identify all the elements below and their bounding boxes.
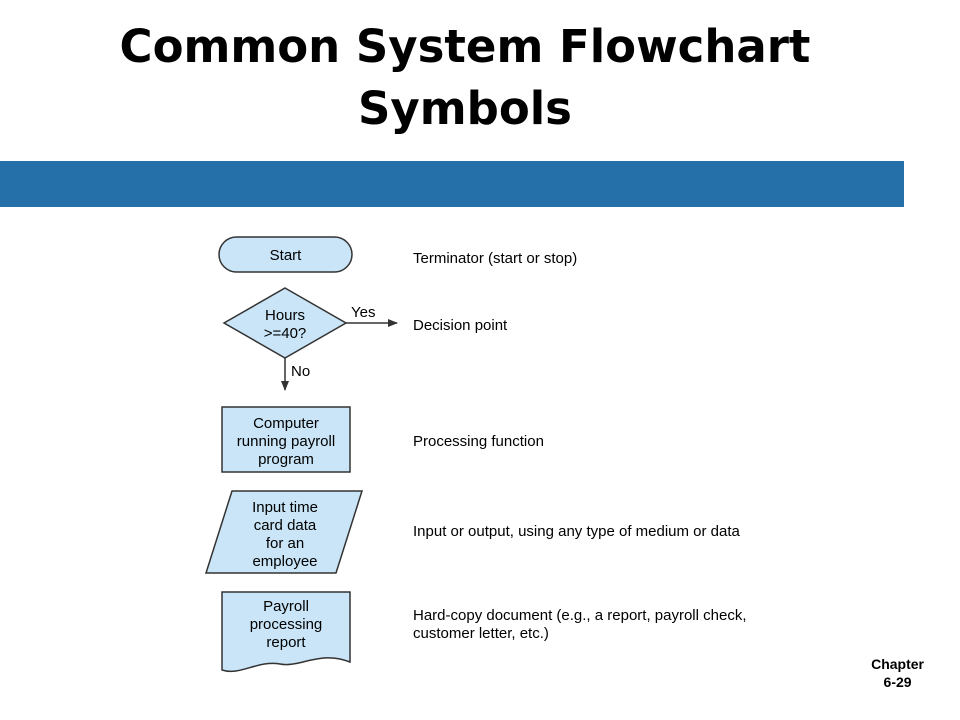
document-label-line1: Payroll [263, 598, 309, 615]
io-shape [204, 490, 364, 574]
slide-title-line2: Symbols [358, 82, 572, 135]
document-shape [221, 591, 351, 672]
chapter-page-number: Chapter 6-29 [871, 655, 924, 691]
terminator-label: Start [270, 247, 303, 264]
process-description: Processing function [413, 433, 544, 450]
process-label-line2: running payroll [237, 433, 335, 450]
process-label-line3: program [258, 451, 314, 468]
slide-title: Common System Flowchart Symbols [0, 16, 930, 140]
decision-symbol: Hours >=40? [222, 287, 348, 359]
document-description-line1: Hard-copy document (e.g., a report, payr… [413, 607, 747, 624]
io-symbol: Input time card data for an employee [204, 490, 364, 574]
decision-label-line2: >=40? [264, 325, 307, 342]
document-label-line3: report [266, 634, 306, 651]
terminator-description: Terminator (start or stop) [413, 250, 577, 267]
process-shape [221, 406, 351, 473]
process-label-line1: Computer [253, 415, 319, 432]
page-number: 6-29 [883, 674, 912, 690]
io-description: Input or output, using any type of mediu… [413, 523, 741, 540]
decision-label-line1: Hours [265, 307, 305, 324]
no-label: No [291, 363, 310, 380]
chapter-label: Chapter [871, 656, 924, 672]
document-symbol: Payroll processing report [221, 591, 351, 672]
process-symbol: Computer running payroll program [221, 406, 351, 473]
title-underline-bar [0, 161, 904, 207]
decision-description: Decision point [413, 317, 508, 334]
io-label-line3: for an [266, 535, 304, 552]
terminator-symbol: Start [218, 236, 353, 273]
io-label-line1: Input time [252, 499, 318, 516]
slide-title-line1: Common System Flowchart [119, 20, 811, 73]
io-label-line4: employee [252, 553, 317, 570]
document-label-line2: processing [250, 616, 323, 633]
yes-label: Yes [351, 304, 375, 321]
document-description-line2: customer letter, etc.) [413, 625, 549, 642]
io-label-line2: card data [254, 517, 317, 534]
terminator-shape [218, 236, 353, 273]
